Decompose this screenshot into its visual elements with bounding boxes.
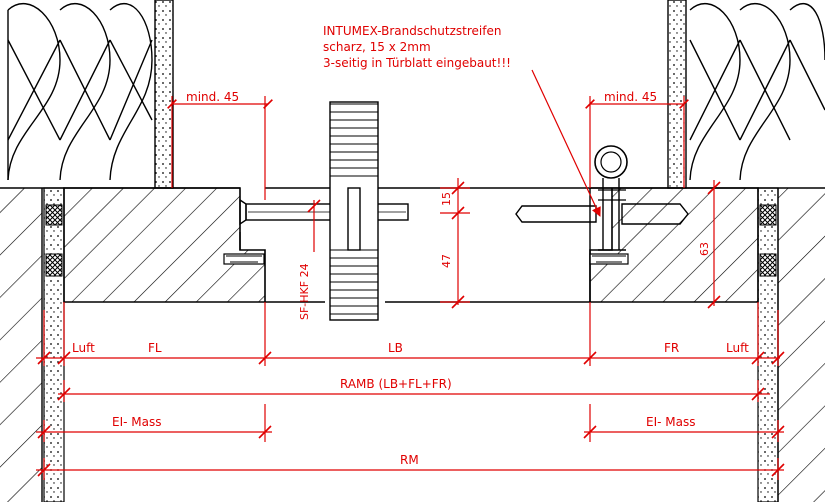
label-fr: FR (664, 341, 679, 355)
label-mind-right: mind. 45 (604, 90, 657, 104)
label-luft-left: Luft (72, 341, 95, 355)
door-knob (329, 101, 379, 321)
label-ei-left: EI- Mass (112, 415, 161, 429)
label-luft-right: Luft (726, 341, 749, 355)
label-mind-left: mind. 45 (186, 90, 239, 104)
label-ramb: RAMB (LB+FL+FR) (340, 377, 452, 391)
label-dim-47: 47 (440, 254, 453, 268)
wall-board-left (154, 0, 174, 189)
door-frame-right (589, 187, 759, 303)
label-hinge: SF-HKF 24 (298, 263, 311, 320)
note-line-1: INTUMEX-Brandschutzstreifen (323, 24, 501, 38)
insulation-right (689, 3, 825, 181)
bolt-left (239, 198, 409, 250)
label-rm: RM (400, 453, 419, 467)
label-fl: FL (148, 341, 162, 355)
masonry-wall-left (0, 187, 65, 502)
dimensions (36, 69, 785, 480)
insulation-left (0, 0, 153, 181)
label-lb: LB (388, 341, 403, 355)
note-line-3: 3-seitig in Türblatt eingebaut!!! (323, 56, 511, 70)
wall-board-right (667, 0, 687, 189)
intumescent-strip (594, 145, 628, 251)
door-frame-left (63, 187, 266, 303)
label-dim-63: 63 (698, 242, 711, 256)
note-line-2: scharz, 15 x 2mm (323, 40, 431, 54)
annotation-note: INTUMEX-Brandschutzstreifen scharz, 15 x… (323, 24, 511, 70)
masonry-wall-right (757, 187, 825, 502)
label-dim-15: 15 (440, 192, 453, 206)
bolt-right (515, 203, 689, 225)
label-ei-right: EI- Mass (646, 415, 695, 429)
